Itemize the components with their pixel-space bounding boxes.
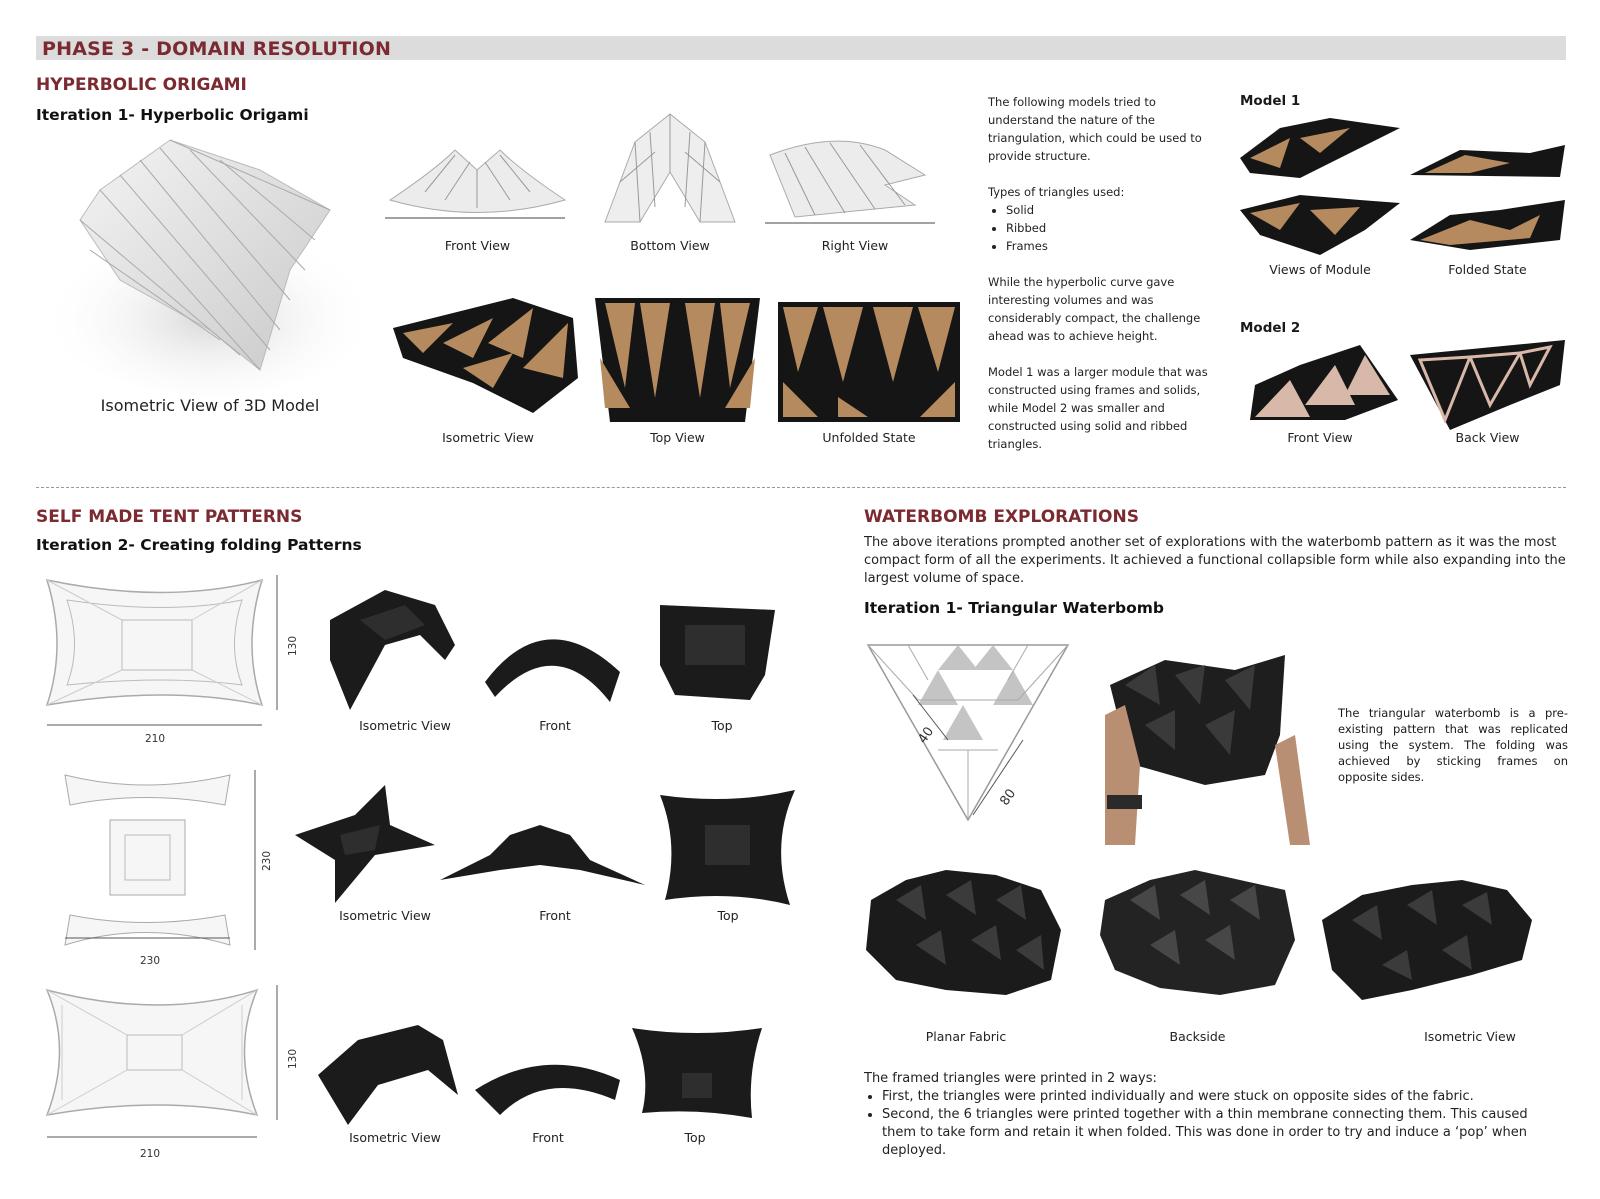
tent2-top-photo <box>660 790 795 905</box>
waterbomb-pattern-drawing <box>866 644 1070 822</box>
types-item: Ribbed <box>1006 219 1218 237</box>
tent1-caption-top: Top <box>711 718 733 733</box>
tent2-caption-front: Front <box>539 908 571 923</box>
waterbomb-backside-photo <box>1100 870 1295 995</box>
render-caption-front: Front View <box>444 238 511 253</box>
tent-pattern-drawing-2 <box>64 770 256 950</box>
photo-caption-unfolded: Unfolded State <box>822 430 916 445</box>
model2-caption-front: Front View <box>1287 430 1353 445</box>
model2-front-photo <box>1250 345 1398 420</box>
waterbomb-caption-backside: Backside <box>1169 1029 1226 1044</box>
tent2-front-photo <box>440 825 645 885</box>
iteration-title-hyperbolic: Iteration 1- Hyperbolic Origami <box>36 106 309 124</box>
photo-caption-top: Top View <box>650 430 705 445</box>
print-ways-heading: The framed triangles were printed in 2 w… <box>864 1071 1157 1086</box>
model1-photo-4 <box>1410 200 1565 250</box>
model1-photo-2 <box>1410 145 1565 177</box>
tent-width-dim-2: 230 <box>139 955 161 967</box>
print-ways-block: The framed triangles were printed in 2 w… <box>864 1070 1564 1160</box>
model1-photo-1 <box>1240 118 1400 178</box>
bottom-view-render <box>604 113 736 223</box>
types-item: Frames <box>1006 237 1218 255</box>
phase-title: PHASE 3 - DOMAIN RESOLUTION <box>42 38 392 60</box>
tent2-caption-top: Top <box>717 908 739 923</box>
model2-title: Model 2 <box>1240 320 1301 336</box>
waterbomb-planar-fabric-photo <box>866 870 1061 995</box>
types-item: Solid <box>1006 201 1218 219</box>
print-ways-item: Second, the 6 triangles were printed tog… <box>882 1106 1564 1160</box>
tent3-front-photo <box>475 1064 620 1115</box>
model2-caption-back: Back View <box>1455 430 1520 445</box>
tent3-isometric-photo <box>318 1025 458 1125</box>
tent-height-dim-3: 130 <box>287 1048 300 1070</box>
tent3-caption-front: Front <box>532 1130 564 1145</box>
types-list: Solid Ribbed Frames <box>988 201 1218 255</box>
tent-height-dim-1: 130 <box>287 635 300 657</box>
tent-width-dim-3: 210 <box>139 1148 161 1160</box>
tent-pattern-drawing-1 <box>45 575 278 726</box>
iteration-title-tent: Iteration 2- Creating folding Patterns <box>36 536 362 554</box>
waterbomb-caption-isometric: Isometric View <box>1424 1029 1516 1044</box>
tent3-top-photo <box>632 1028 762 1118</box>
tent3-caption-top: Top <box>684 1130 706 1145</box>
tent2-isometric-photo <box>295 785 435 903</box>
isometric-photo <box>393 298 578 413</box>
render-caption-bottom: Bottom View <box>630 238 710 253</box>
waterbomb-hands-photo <box>1105 655 1310 845</box>
iso-3d-model-image <box>40 139 380 395</box>
model1-caption-folded: Folded State <box>1448 262 1527 277</box>
waterbomb-isometric-photo <box>1322 880 1532 1000</box>
tent1-isometric-photo <box>330 590 455 710</box>
section-title-tent: SELF MADE TENT PATTERNS <box>36 507 303 527</box>
types-heading: Types of triangles used: <box>988 185 1125 199</box>
render-caption-right: Right View <box>821 238 889 253</box>
print-ways-list: First, the triangles were printed indivi… <box>864 1088 1564 1160</box>
waterbomb-side-text: The triangular waterbomb is a pre-existi… <box>1338 706 1568 784</box>
waterbomb-intro: The above iterations prompted another se… <box>864 535 1566 586</box>
unfolded-state-photo <box>778 302 960 422</box>
tent1-caption-front: Front <box>539 718 571 733</box>
tent-pattern-drawing-3 <box>45 985 278 1138</box>
photo-caption-isometric: Isometric View <box>442 430 534 445</box>
tent2-caption-iso: Isometric View <box>339 908 431 923</box>
tent3-caption-iso: Isometric View <box>349 1130 441 1145</box>
model1-photo-3 <box>1240 195 1400 255</box>
front-view-render <box>385 149 567 219</box>
top-view-photo <box>595 298 760 422</box>
phase-header-bar <box>36 36 1566 60</box>
section-title-hyperbolic: HYPERBOLIC ORIGAMI <box>36 75 247 95</box>
model2-back-photo <box>1410 340 1565 430</box>
tent1-front-photo <box>485 639 620 702</box>
tent1-caption-iso: Isometric View <box>359 718 451 733</box>
hyperbolic-text-p2: While the hyperbolic curve gave interest… <box>988 275 1201 343</box>
tent-height-dim-2: 230 <box>261 850 274 872</box>
print-ways-item: First, the triangles were printed indivi… <box>882 1088 1564 1106</box>
section-divider <box>36 487 1566 488</box>
model1-caption-module: Views of Module <box>1269 262 1371 277</box>
tent1-top-photo <box>660 605 775 700</box>
iso-3d-caption: Isometric View of 3D Model <box>100 396 320 415</box>
section-title-waterbomb: WATERBOMB EXPLORATIONS <box>864 507 1139 527</box>
hyperbolic-description: The following models tried to understand… <box>988 93 1218 471</box>
tent-width-dim-1: 210 <box>144 733 166 745</box>
right-view-render <box>765 140 935 224</box>
waterbomb-caption-planar: Planar Fabric <box>925 1029 1007 1044</box>
model1-title: Model 1 <box>1240 93 1301 109</box>
hyperbolic-text-p3: Model 1 was a larger module that was con… <box>988 365 1208 451</box>
hyperbolic-text-p1: The following models tried to understand… <box>988 95 1202 163</box>
iteration-title-waterbomb: Iteration 1- Triangular Waterbomb <box>864 599 1165 617</box>
